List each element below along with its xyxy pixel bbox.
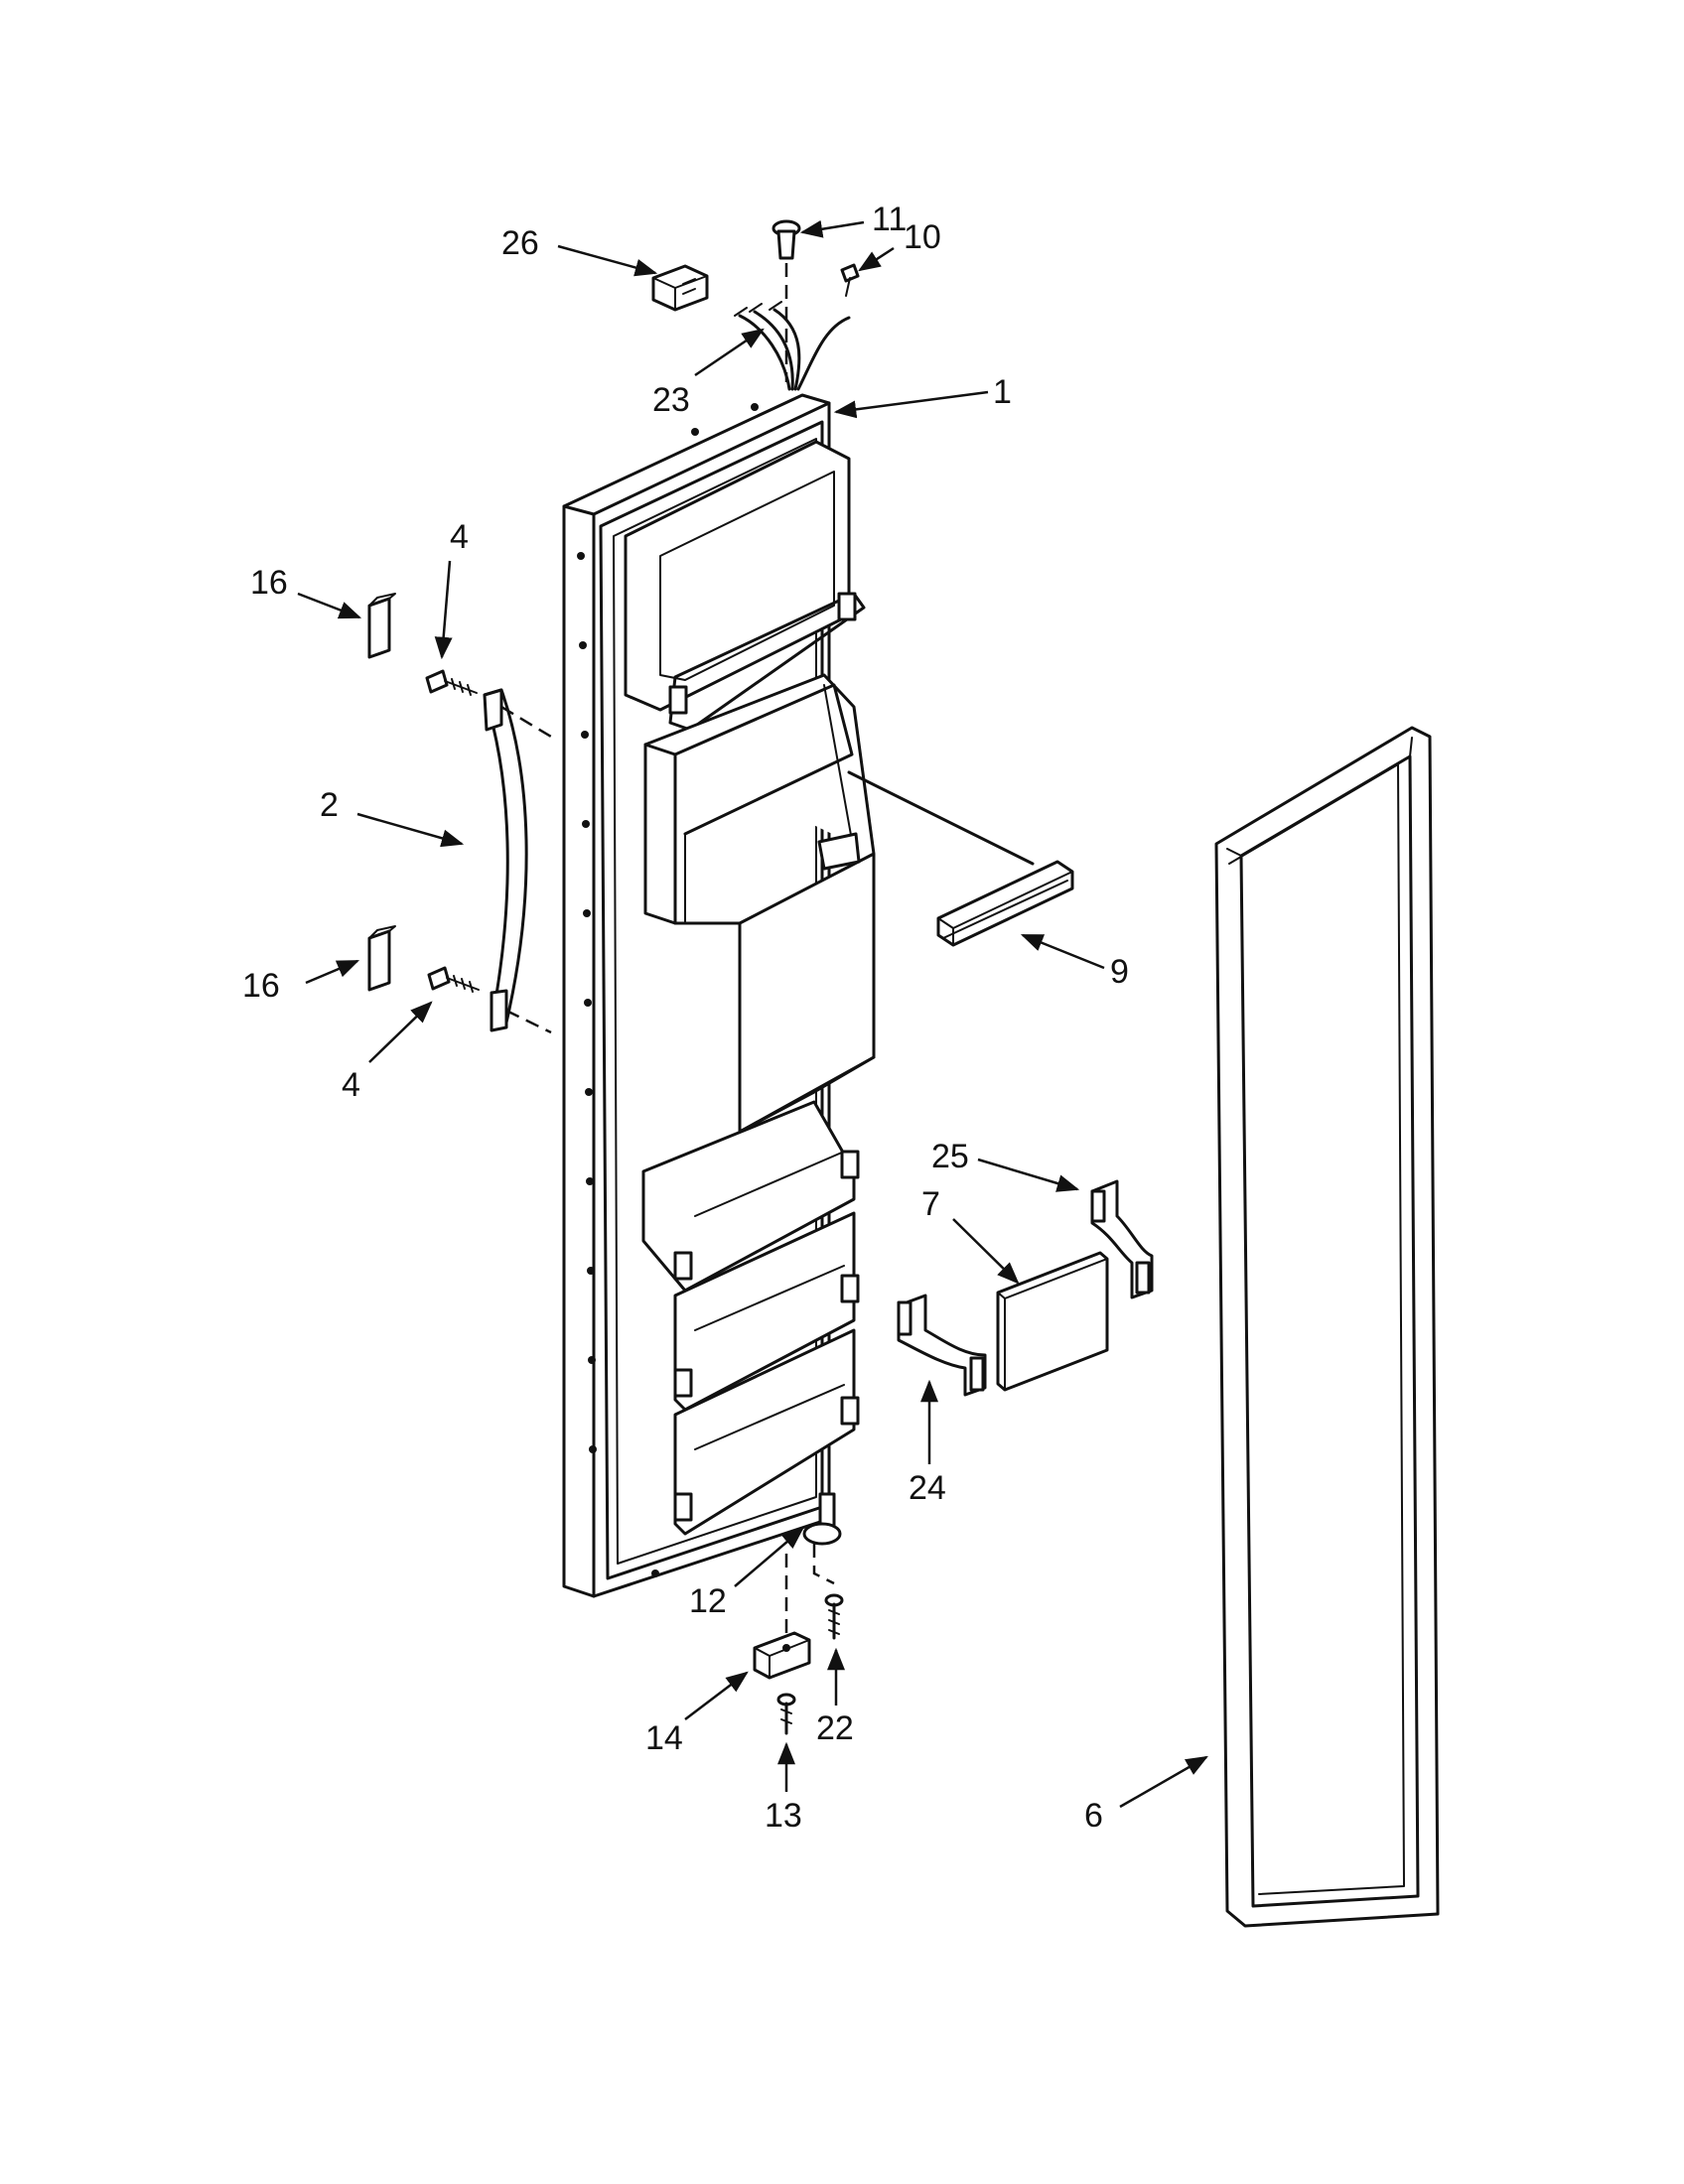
handle-screw-top [425,669,478,696]
callout-25: 25 [931,1138,969,1175]
hinge-bushing [772,219,801,382]
callout-16-top: 16 [250,564,288,602]
shelf-trim [847,770,1074,947]
hinge-screw [840,263,860,297]
handle-screw-bottom [427,966,480,993]
handle-cap-top [367,593,396,659]
callout-7: 7 [921,1185,940,1223]
hinge-screw-13 [776,1693,796,1735]
callout-22: 22 [816,1709,854,1747]
shelf-bracket-25 [1090,1179,1154,1299]
wire-harness [734,301,851,391]
top-door-bin [624,440,866,732]
callout-4-top: 4 [450,518,469,556]
handle-cap-bottom [367,925,396,992]
shelf-bracket-24 [897,1294,987,1397]
callout-labels: 26 11 10 23 1 4 16 2 16 4 9 25 7 24 12 2… [242,201,1129,1835]
door-handle [483,688,557,1034]
callout-23: 23 [652,381,690,419]
callout-leaders [297,219,1208,1809]
hinge-screw-22 [824,1593,844,1640]
bottom-hinge-pin [802,1492,842,1585]
door-rivets [577,403,759,1577]
door-gasket [1214,726,1440,1928]
callout-24: 24 [909,1469,946,1507]
callout-2: 2 [320,786,339,824]
callout-26: 26 [501,224,539,262]
lower-door-bins [641,1100,860,1536]
callout-4-bottom: 4 [342,1066,360,1104]
wire-connector [651,264,709,312]
callout-11: 11 [872,201,907,238]
callout-10: 10 [904,218,941,256]
dispenser-housing [643,673,876,1134]
door-assembly [562,393,876,1598]
callout-13: 13 [765,1797,802,1835]
callout-6: 6 [1084,1797,1103,1835]
callout-12: 12 [689,1582,727,1620]
shelf-front-7 [996,1251,1109,1392]
callout-1: 1 [993,373,1012,411]
hinge-bracket-14 [753,1631,811,1680]
callout-16-bottom: 16 [242,967,280,1005]
callout-14: 14 [645,1719,683,1757]
callout-9: 9 [1110,953,1129,991]
